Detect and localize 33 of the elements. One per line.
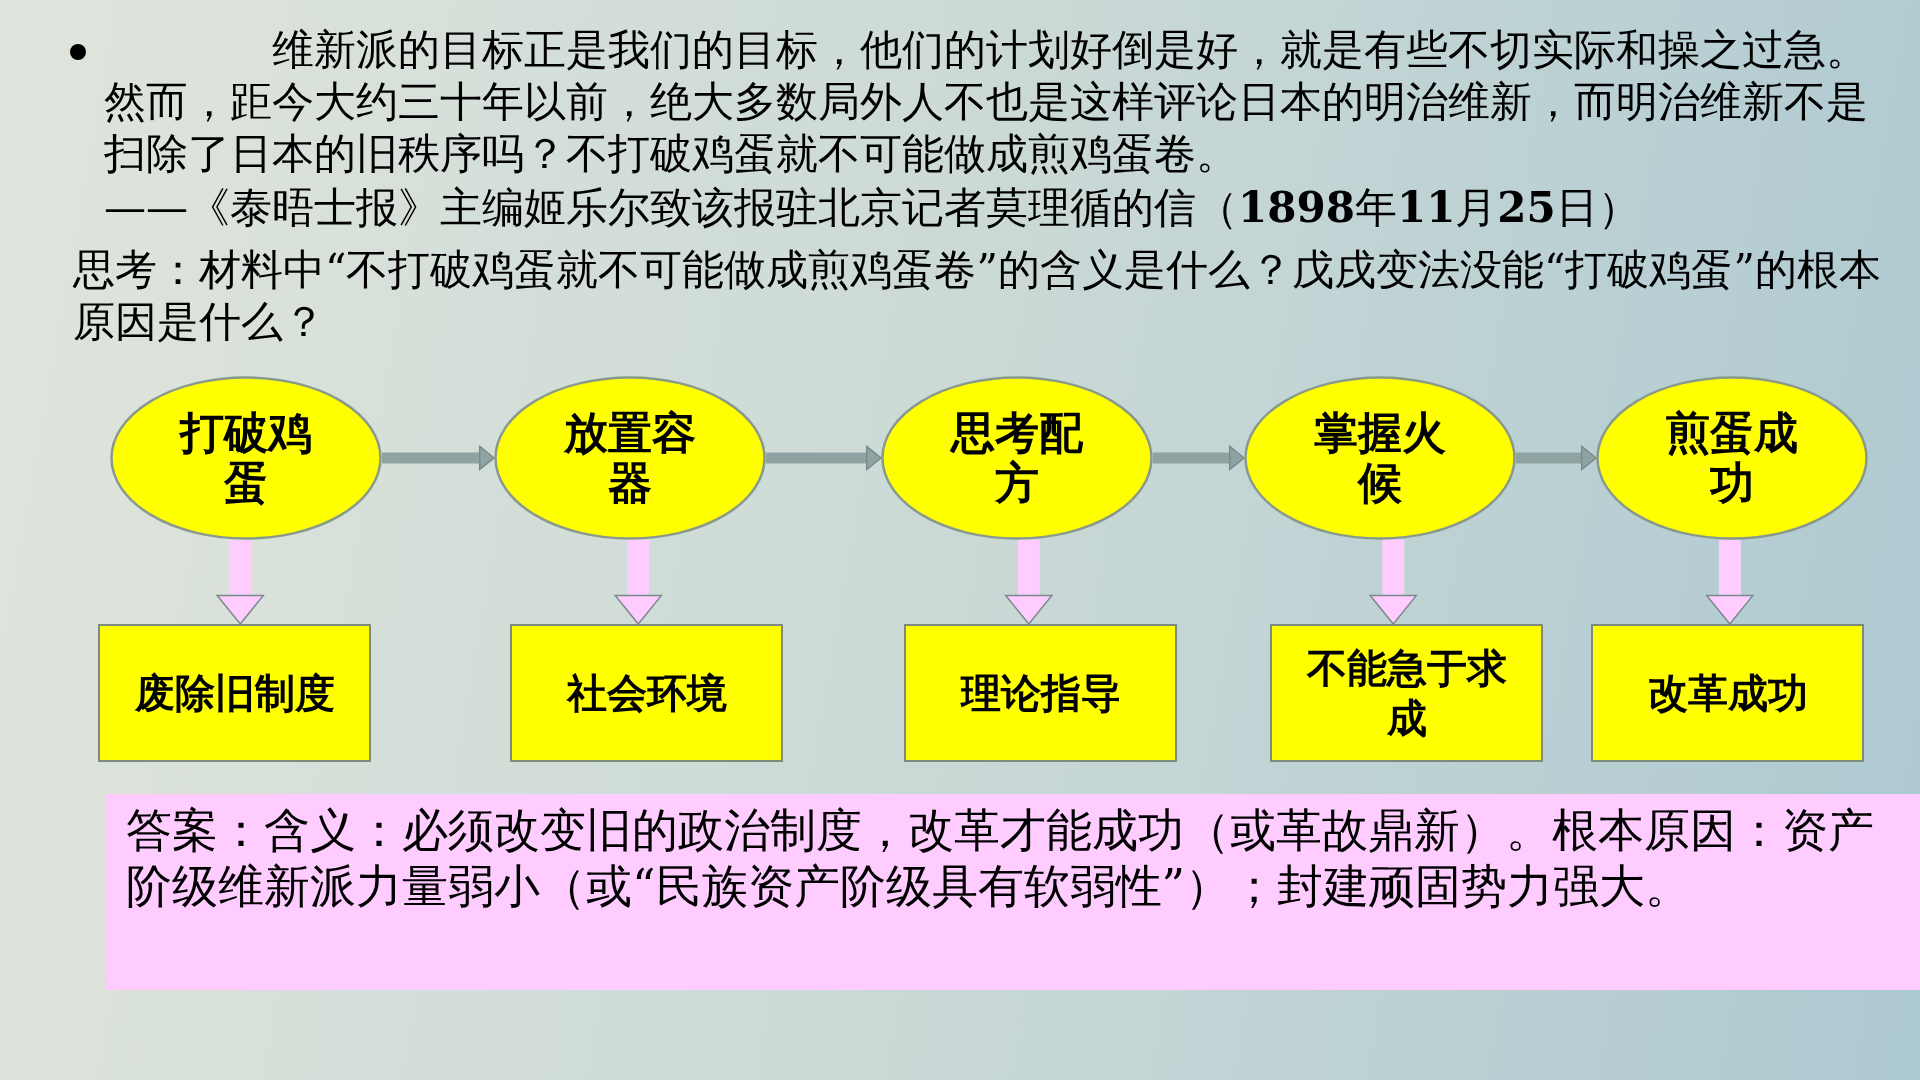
arrow	[614, 539, 663, 625]
step-label: 煎蛋成功	[1665, 408, 1799, 508]
question-text: 思考：材料中“不打破鸡蛋就不可能做成煎鸡蛋卷”的含义是什么？戊戌变法没能“打破鸡蛋”的根本原因是什么？	[73, 244, 1882, 348]
answer-panel	[106, 794, 1920, 990]
arrow	[1153, 445, 1245, 471]
step-ellipse	[110, 376, 382, 540]
result-box	[1591, 624, 1864, 762]
arrow	[766, 445, 882, 471]
result-label: 社会环境	[565, 669, 728, 718]
answer-text: 答案：含义：必须改变旧的政治制度，改革才能成功（或革故鼎新）。根本原因：资产阶级维新派力量弱小（或“民族资产阶级具有软弱性”）；封建顽固势力强大。	[126, 802, 1875, 914]
step-ellipse	[1244, 376, 1516, 540]
arrow	[216, 539, 265, 625]
result-box	[1270, 624, 1543, 762]
result-box	[98, 624, 371, 762]
arrow	[1004, 539, 1053, 625]
step-label: 思考配方	[949, 408, 1084, 508]
step-ellipse	[881, 376, 1153, 540]
result-label: 改革成功	[1646, 669, 1809, 718]
step-ellipse	[494, 376, 766, 540]
arrow	[1369, 539, 1418, 625]
step-label: 打破鸡蛋	[178, 408, 313, 508]
quote-paragraph: 维新派的目标正是我们的目标，他们的计划好倒是好，就是有些不切实际和操之过急。然而，距今大约三十年以前，绝大多数局外人不也是这样评论日本的明治维新，而明治维新不是扫除了日本的旧秩序吗？不打破鸡蛋就不可能做成煎鸡蛋卷。	[104, 24, 1869, 180]
arrow	[1705, 540, 1754, 625]
arrow	[382, 445, 495, 471]
result-box	[510, 624, 783, 762]
step-label: 放置容器	[563, 408, 697, 508]
step-ellipse	[1596, 376, 1868, 540]
result-label: 废除旧制度	[133, 669, 336, 718]
result-label: 理论指导	[959, 669, 1122, 718]
arrow	[1516, 445, 1597, 471]
result-box	[904, 624, 1177, 762]
result-label: 不能急于求成	[1305, 644, 1508, 743]
step-label: 掌握火候	[1313, 408, 1447, 508]
